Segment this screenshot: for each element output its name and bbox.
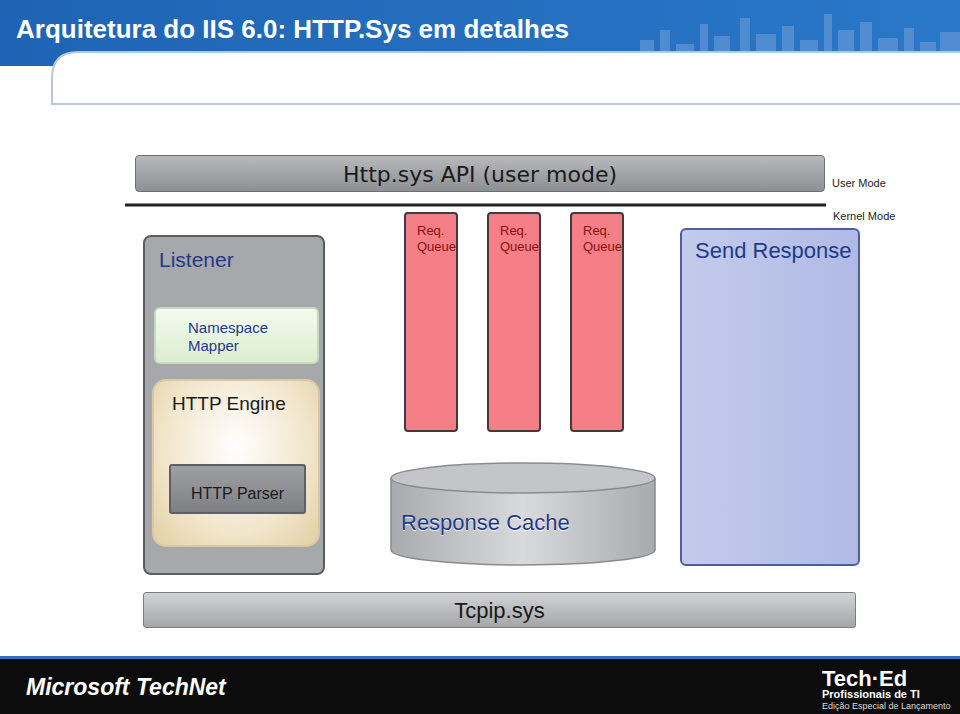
mode-label: Kernel Mode [833, 211, 895, 222]
node-label: Response Cache [401, 510, 652, 536]
node-label: Req. Queue [583, 223, 618, 254]
node-label: Listener [159, 247, 319, 272]
send-response-box: Send Response [680, 228, 860, 566]
node-label: HTTP Engine [172, 393, 314, 416]
node-label: Req. Queue [417, 223, 452, 254]
api-bar: Http.sys API (user mode) [135, 155, 825, 192]
listener-box: ListenerNamespace MapperHTTP EngineHTTP … [143, 235, 325, 575]
slide-title: Arquitetura do IIS 6.0: HTTP.Sys em deta… [16, 14, 569, 45]
node-label: Namespace Mapper [188, 319, 313, 355]
node-label: Req. Queue [500, 223, 535, 254]
response-cache-cylinder: Response Cache [390, 462, 656, 566]
request-queue: Req. Queue [404, 212, 458, 432]
node-label: Tcpip.sys [148, 598, 851, 624]
node-label: Send Response [695, 238, 854, 264]
mode-label: User Mode [832, 178, 886, 189]
namespace-box: Namespace Mapper [154, 307, 319, 364]
engine-box: HTTP EngineHTTP Parser [152, 379, 320, 547]
tcpip-bar: Tcpip.sys [143, 592, 856, 628]
header-frame [52, 52, 960, 104]
parser-box: HTTP Parser [169, 464, 306, 514]
request-queue: Req. Queue [570, 212, 624, 432]
footer-logo-sub: Profissionais de TI [822, 689, 920, 700]
node-label: HTTP Parser [175, 484, 300, 503]
footer-logo: Tech·Ed [822, 668, 907, 690]
mode-separator [125, 204, 826, 207]
footer-band [0, 656, 960, 714]
footer-rule [0, 656, 960, 659]
node-label: Http.sys API (user mode) [140, 162, 820, 188]
footer-logo-sub: Edição Especial de Lançamento [822, 702, 951, 711]
request-queue: Req. Queue [487, 212, 541, 432]
footer-logo: Microsoft TechNet [26, 676, 226, 699]
